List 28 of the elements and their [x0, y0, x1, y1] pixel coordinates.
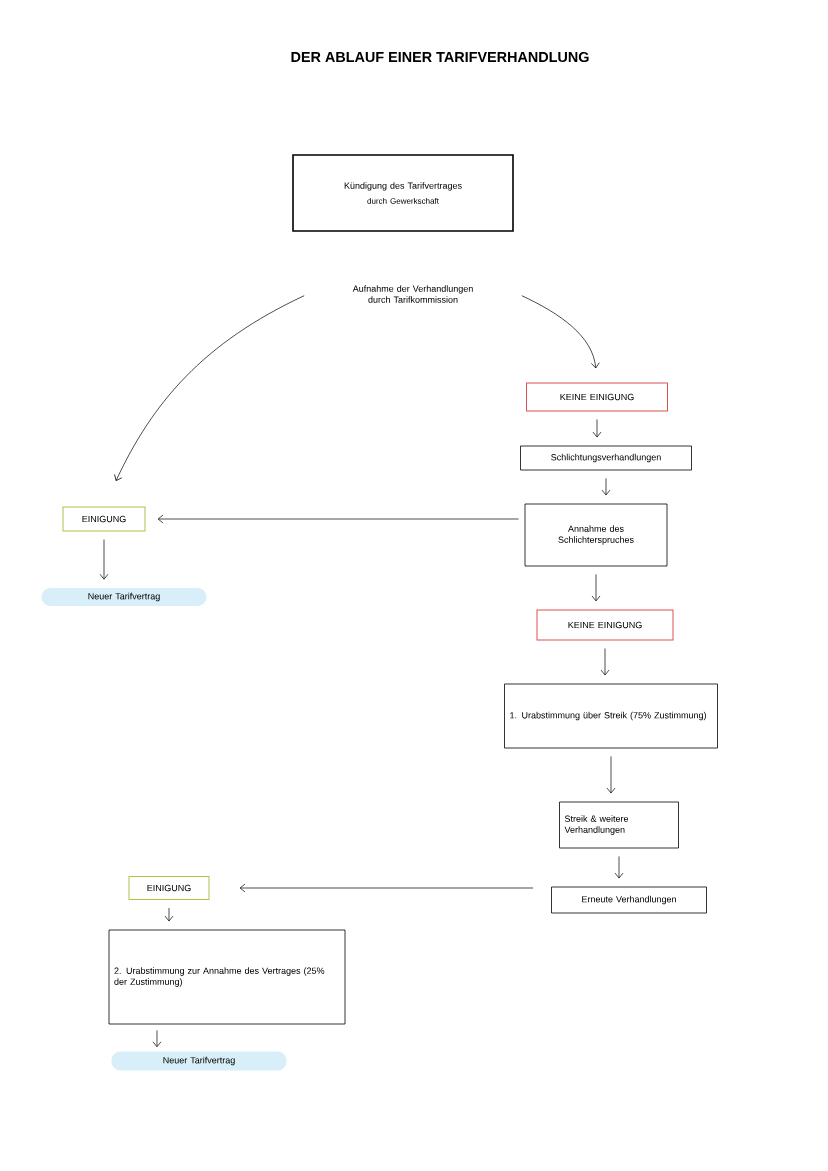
outcome-box: KEINE EINIGUNG — [526, 382, 668, 412]
process-box: 2. Urabstimmung zur Annahme des Vertrages (25% der Zustimmung) — [108, 929, 346, 1025]
arrow — [592, 419, 602, 438]
arrow — [164, 907, 174, 922]
arrow — [521, 295, 600, 369]
process-box: Erneute Verhandlungen — [551, 886, 707, 914]
process-box: Streik & weitere Verhandlungen — [559, 801, 679, 849]
process-box: 1. Urabstimmung über Streik (75% Zustimmung) — [504, 683, 718, 749]
title: DER ABLAUF EINER TARIFVERHANDLUNG — [291, 51, 589, 63]
arrow — [591, 574, 601, 602]
arrow — [606, 756, 616, 794]
outcome-box: KEINE EINIGUNG — [536, 609, 674, 641]
outcome-box: EINIGUNG — [62, 506, 146, 532]
arrow — [614, 856, 624, 879]
arrow — [157, 514, 519, 524]
arrow — [114, 295, 305, 481]
process-box: Kündigung des Tarifvertrages durch Gewerkschaft — [292, 154, 514, 232]
outcome-box: EINIGUNG — [128, 876, 210, 900]
arrow — [99, 539, 109, 580]
process-box: Annahme des Schlichterspruches — [524, 503, 668, 567]
arrow — [601, 478, 611, 496]
arrow — [239, 883, 534, 893]
result-pill: Neuer Tarifvertrag — [111, 1051, 287, 1071]
result-pill: Neuer Tarifvertrag — [41, 588, 207, 606]
arrow — [600, 648, 610, 676]
process-box: Schlichtungsverhandlungen — [520, 445, 692, 471]
arrow — [152, 1030, 162, 1048]
step-text: Aufnahme der Verhandlungen durch Tarifkommission — [352, 285, 473, 303]
